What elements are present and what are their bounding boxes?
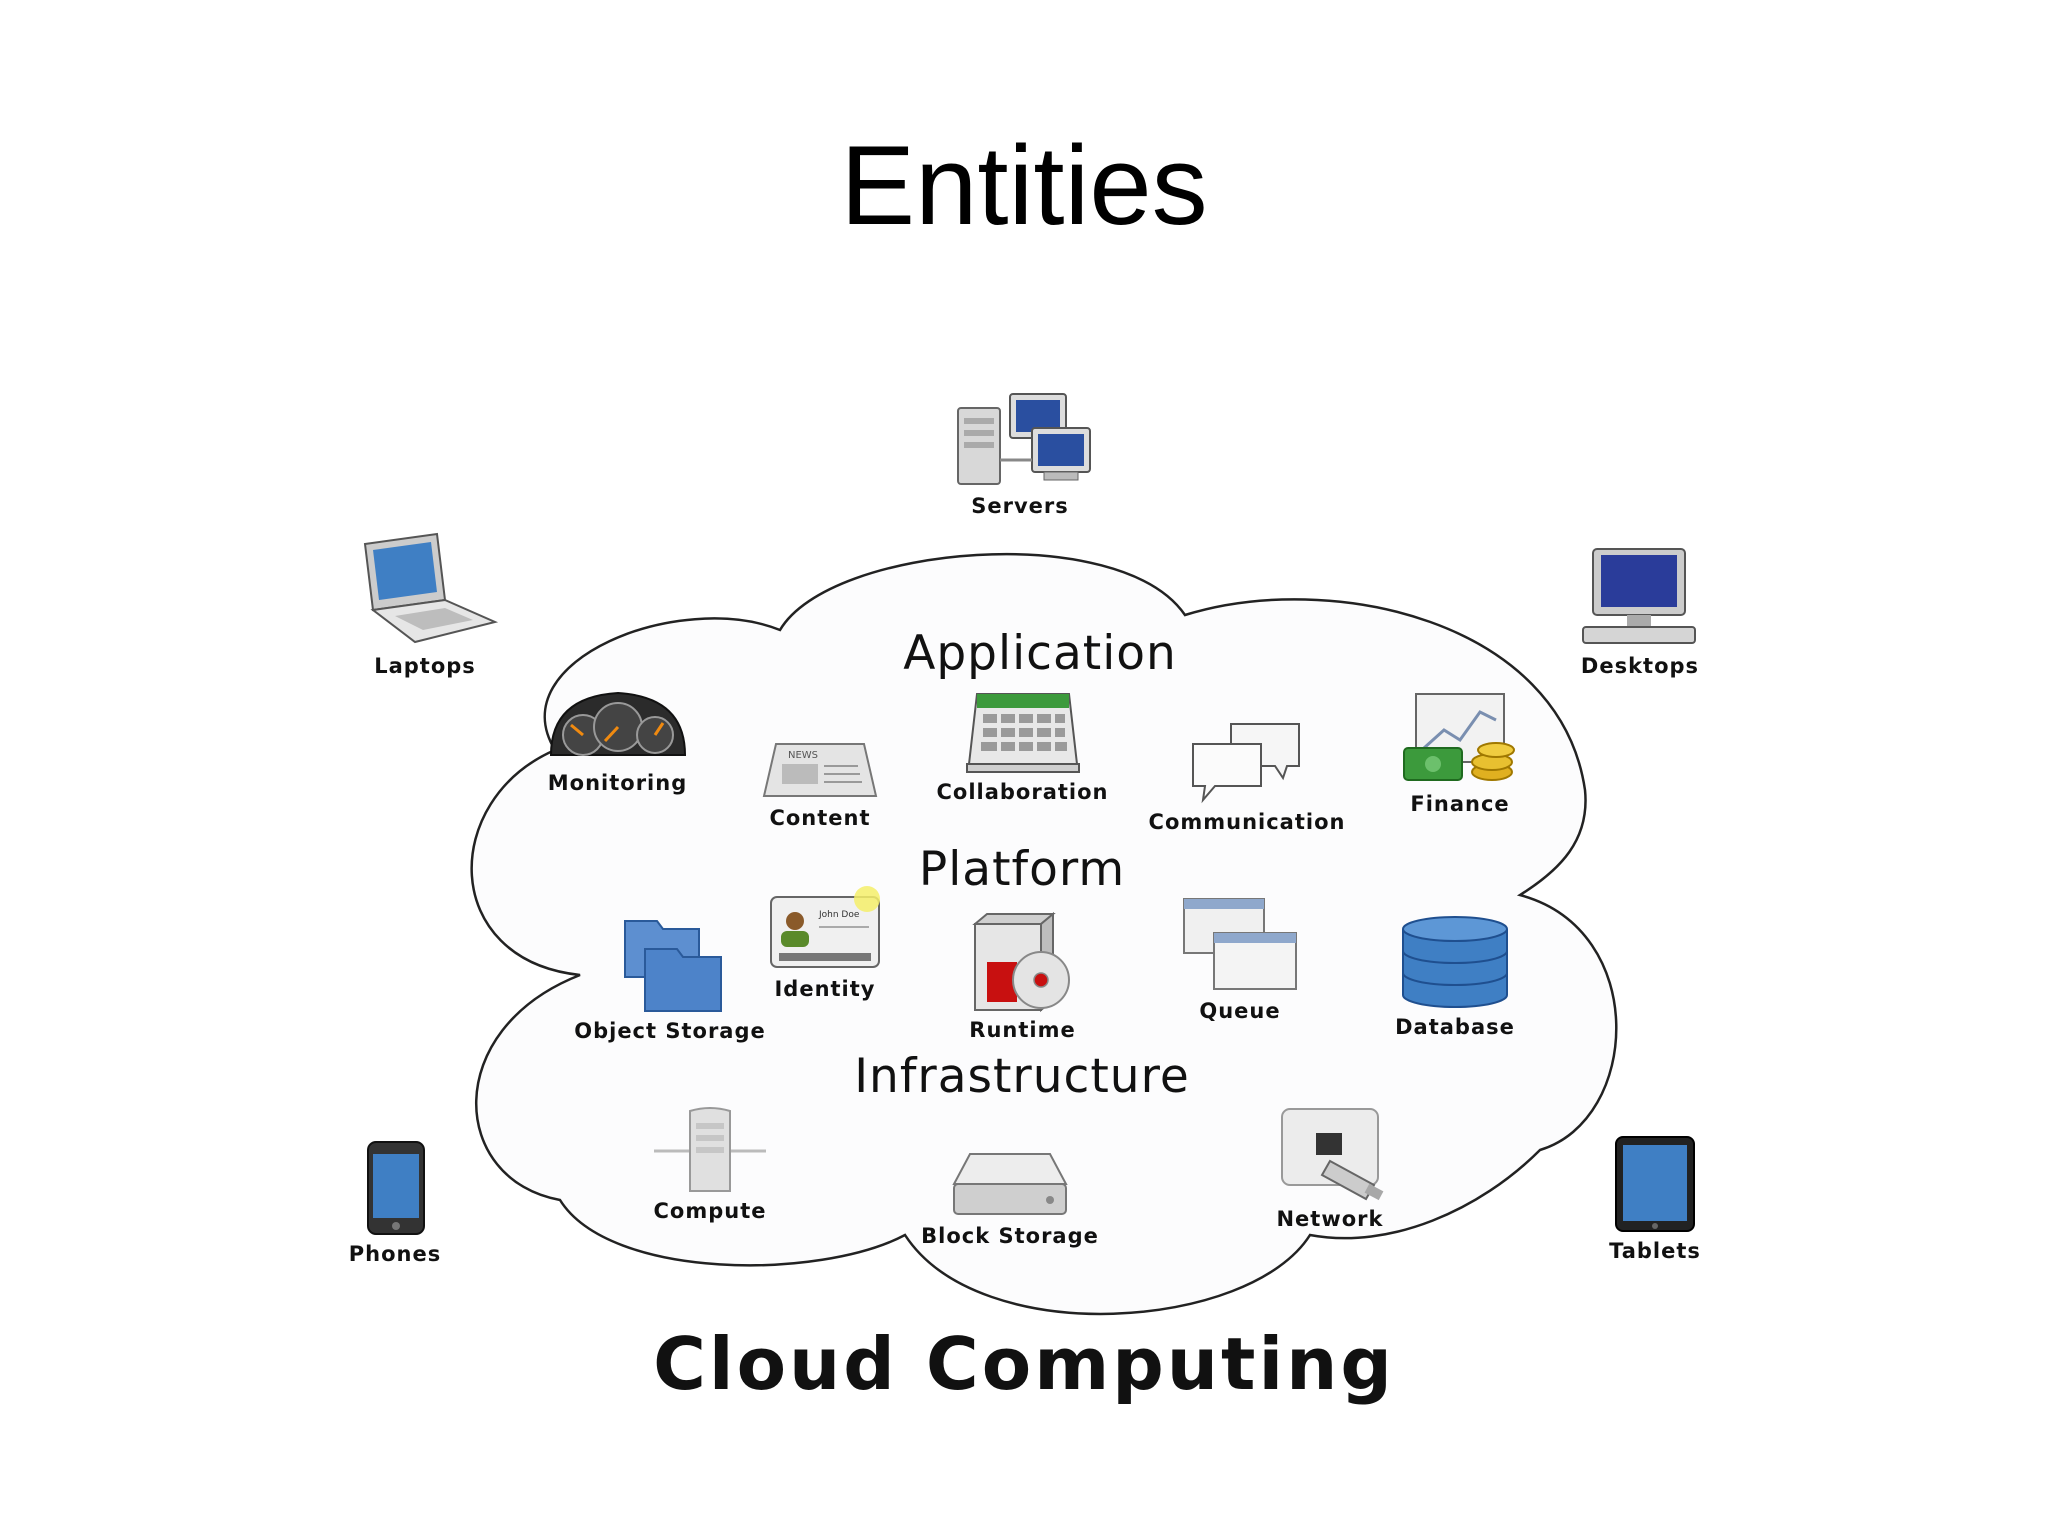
compute-label: Compute (653, 1199, 767, 1223)
desktops-label: Desktops (1580, 654, 1700, 678)
block-storage-node: Block Storage (920, 1140, 1100, 1248)
object-storage-label: Object Storage (574, 1019, 766, 1043)
desktop-icon (1582, 548, 1696, 644)
laptops-node: Laptops (340, 530, 510, 678)
gauge-dashboard-icon (549, 691, 686, 756)
content-node: NEWS Content (750, 740, 890, 830)
compute-node: Compute (645, 1105, 775, 1223)
layer-infrastructure: Infrastructure (854, 1049, 1190, 1104)
chat-bubbles-icon (1192, 723, 1300, 804)
desktops-node: Desktops (1555, 545, 1725, 678)
queue-node: Queue (1175, 895, 1305, 1023)
identity-label: Identity (774, 977, 876, 1001)
runtime-label: Runtime (969, 1018, 1076, 1042)
hard-drive-icon (952, 1153, 1068, 1215)
slide-title: Entities (840, 123, 1208, 248)
block-storage-label: Block Storage (921, 1224, 1099, 1248)
layer-platform: Platform (918, 842, 1126, 897)
folders-icon (624, 920, 722, 1012)
servers-label: Servers (971, 494, 1069, 518)
layer-application: Application (903, 626, 1177, 681)
compute-server-icon (654, 1107, 766, 1192)
database-label: Database (1395, 1015, 1515, 1039)
laptop-icon (363, 532, 499, 644)
servers-node: Servers (930, 390, 1110, 518)
id-card-name: John Doe (818, 910, 860, 920)
content-label: Content (769, 806, 871, 830)
queue-windows-icon (1183, 898, 1297, 990)
diagram-caption: Cloud Computing (653, 1322, 1395, 1406)
object-storage-node: Object Storage (565, 915, 775, 1043)
finance-label: Finance (1410, 792, 1510, 816)
queue-label: Queue (1199, 999, 1281, 1023)
phones-label: Phones (348, 1242, 442, 1266)
phone-icon (367, 1141, 425, 1235)
phones-node: Phones (335, 1140, 455, 1266)
collaboration-node: Collaboration (930, 690, 1115, 804)
database-icon (1402, 916, 1508, 1008)
id-card-icon: John Doe (770, 886, 880, 968)
newspaper-masthead: NEWS (788, 750, 818, 761)
communication-label: Communication (1148, 810, 1346, 834)
calendar-icon (965, 693, 1080, 773)
tablet-icon (1615, 1136, 1695, 1232)
monitoring-node: Monitoring (530, 685, 705, 795)
communication-node: Communication (1142, 720, 1352, 834)
tablets-node: Tablets (1600, 1135, 1710, 1263)
identity-node: John Doe Identity (760, 885, 890, 1001)
finance-chart-icon (1403, 693, 1515, 781)
collaboration-label: Collaboration (936, 780, 1109, 804)
servers-icon (957, 393, 1091, 485)
newspaper-icon: NEWS (762, 743, 878, 797)
monitoring-label: Monitoring (547, 771, 688, 795)
tablets-label: Tablets (1609, 1239, 1701, 1263)
runtime-node: Runtime (955, 910, 1090, 1042)
network-port-icon (1281, 1108, 1384, 1201)
database-node: Database (1385, 915, 1525, 1039)
network-node: Network (1265, 1105, 1395, 1231)
network-label: Network (1276, 1207, 1384, 1231)
laptops-label: Laptops (374, 654, 476, 678)
finance-node: Finance (1390, 690, 1530, 816)
runtime-box-disc-icon (971, 911, 1070, 1013)
